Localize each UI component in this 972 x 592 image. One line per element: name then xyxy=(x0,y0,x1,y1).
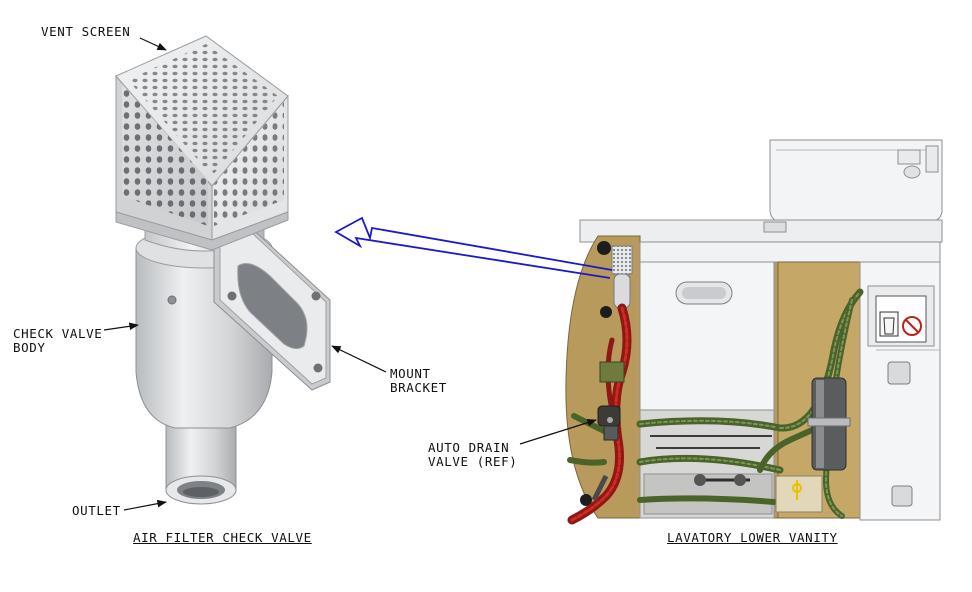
leader-auto-drain-valve xyxy=(519,418,597,445)
water-heater xyxy=(775,475,823,513)
check-valve-installed xyxy=(611,245,633,309)
callout-arrow xyxy=(334,216,613,279)
label-check-valve-body-line2: BODY xyxy=(13,340,46,355)
filter-canister xyxy=(807,377,851,471)
lavatory-lower-vanity-illustration xyxy=(565,139,943,525)
label-mount-bracket-line2: BRACKET xyxy=(390,380,447,395)
caption-air-filter-check-valve: AIR FILTER CHECK VALVE xyxy=(133,530,312,545)
vent-screen xyxy=(115,35,289,251)
label-outlet: OUTLET xyxy=(72,503,121,518)
label-mount-bracket-line1: MOUNT xyxy=(390,366,431,381)
label-vent-screen: VENT SCREEN xyxy=(41,24,131,39)
leader-outlet xyxy=(123,499,167,511)
auto-drain-valve xyxy=(591,361,625,502)
leader-lines xyxy=(103,37,597,511)
label-auto-drain-valve-line2: VALVE (REF) xyxy=(428,454,518,469)
label-auto-drain-valve-line1: AUTO DRAIN xyxy=(428,440,510,455)
air-filter-check-valve-illustration xyxy=(115,35,331,505)
leader-mount-bracket xyxy=(331,345,387,373)
leader-vent-screen xyxy=(139,37,167,51)
leader-check-valve-body xyxy=(103,322,139,331)
label-check-valve-body-line1: CHECK VALVE xyxy=(13,326,103,341)
piping xyxy=(650,435,772,486)
caption-lavatory-lower-vanity: LAVATORY LOWER VANITY xyxy=(667,530,838,545)
faucet xyxy=(897,145,939,179)
body-bolt xyxy=(167,295,177,305)
waste-flap xyxy=(867,285,935,347)
